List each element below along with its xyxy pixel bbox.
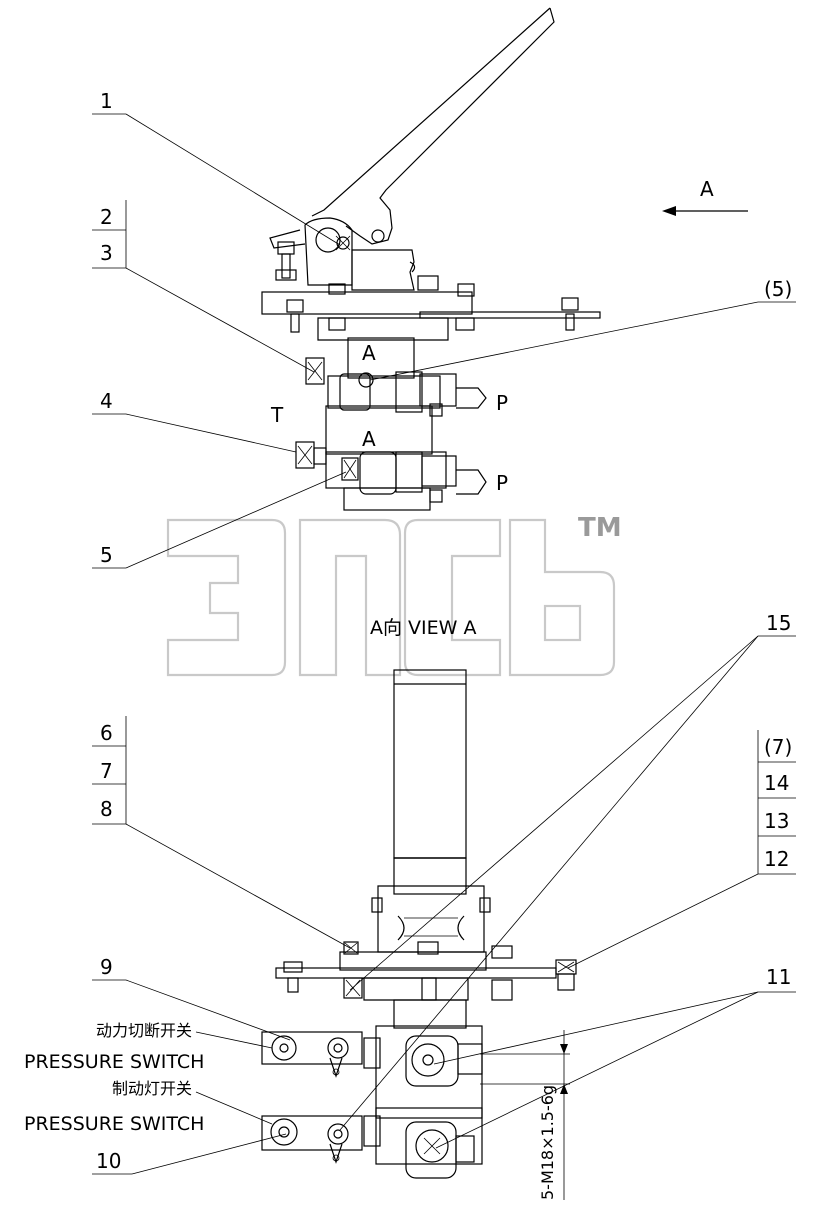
callout-6: 6 [100, 721, 113, 745]
thread-spec-label: 5-M18×1.5-6g [538, 1085, 557, 1200]
power-switch-en-label: PRESSURE SWITCH [24, 1051, 204, 1073]
callout-14: 14 [764, 771, 789, 795]
port-label-a-lower: A [362, 427, 376, 451]
watermark-tm: TM [578, 513, 622, 543]
callout-11: 11 [766, 965, 791, 989]
port-label-t: T [270, 403, 284, 427]
callout-5: 5 [100, 543, 113, 567]
view-direction-arrow: A [662, 177, 748, 216]
view-arrow-letter: A [700, 177, 714, 201]
callout-7-ref: (7) [764, 735, 792, 759]
callout-10: 10 [96, 1149, 121, 1173]
pedal-assembly-top [261, 7, 601, 511]
watermark-logo: TM [166, 513, 622, 677]
valve-view-a [261, 669, 577, 1179]
callout-13: 13 [764, 809, 789, 833]
brake-switch-cn-label: 制动灯开关 [112, 1079, 192, 1098]
callouts-bottom: 6 7 8 9 10 15 (7) 14 13 12 11 [92, 611, 796, 1175]
callout-1: 1 [100, 89, 113, 113]
brake-switch-en-label: PRESSURE SWITCH [24, 1113, 204, 1135]
switch-labels: 动力切断开关 PRESSURE SWITCH 制动灯开关 PRESSURE SW… [24, 1021, 273, 1135]
callout-9: 9 [100, 955, 113, 979]
callout-7: 7 [100, 759, 113, 783]
port-label-p-upper: P [496, 391, 508, 415]
power-switch-cn-label: 动力切断开关 [96, 1021, 192, 1040]
callout-3: 3 [100, 241, 113, 265]
view-a-label: A向 VIEW A [370, 617, 476, 639]
callout-5-ref: (5) [764, 277, 792, 301]
callout-8: 8 [100, 797, 113, 821]
callout-12: 12 [764, 847, 789, 871]
callout-15: 15 [766, 611, 791, 635]
callout-2: 2 [100, 205, 113, 229]
callouts-top: 1 2 3 4 5 (5) [92, 89, 796, 569]
callout-4: 4 [100, 389, 113, 413]
port-label-a-upper: A [362, 341, 376, 365]
port-label-p-lower: P [496, 471, 508, 495]
thread-dimension: 5-M18×1.5-6g [480, 1030, 570, 1200]
